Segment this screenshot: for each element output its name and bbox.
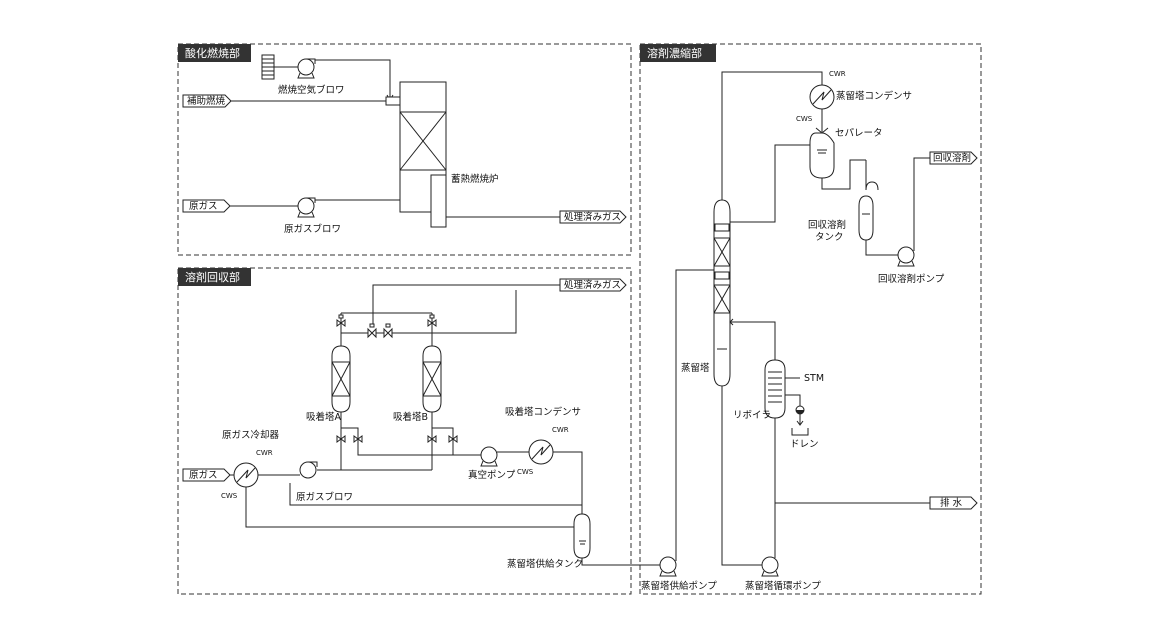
treated-gas-label-2: 処理済みガス [564, 279, 621, 291]
distill-feed-tank [573, 513, 591, 559]
valve-bottom-a1 [336, 435, 346, 443]
adsorption-tower-a [331, 345, 351, 413]
separator-label: セパレータ [835, 128, 883, 139]
recovered-tank-label-l1: 回収溶剤 [808, 219, 846, 231]
steam-trap [795, 405, 805, 415]
feed-tank-label: 蒸留塔供給タンク [507, 558, 583, 570]
stm-label: STM [804, 373, 824, 384]
raw-gas-label: 原ガス [189, 201, 218, 212]
recovered-solvent-tank [858, 195, 874, 241]
raw-gas-blower-2 [299, 461, 318, 479]
treated-gas-label-1: 処理済みガス [564, 211, 621, 223]
valve-bottom-b1 [427, 435, 437, 443]
recovered-solvent-label: 回収溶剤 [933, 152, 971, 164]
column-condenser [809, 84, 835, 110]
recovered-tank-label-l2: タンク [815, 232, 844, 243]
raw-gas-cooler-label: 原ガス冷却器 [222, 429, 280, 441]
raw-gas-cooler [233, 462, 259, 488]
regenerative-furnace [399, 81, 447, 228]
recovered-pump-label: 回収溶剤ポンプ [878, 273, 945, 285]
separator [809, 132, 835, 179]
combustion-air-blower-label: 燃焼空気ブロワ [278, 84, 345, 96]
tower-a-label: 吸着塔A [306, 411, 342, 423]
raw-gas-blower [297, 197, 316, 218]
distill-column-label: 蒸留塔 [681, 362, 710, 374]
vent-hook [865, 181, 879, 191]
aux-fuel-tag [182, 94, 232, 108]
cwr-label-2: CWR [552, 426, 569, 434]
recovered-solvent-tag [929, 151, 978, 165]
column-condenser-label: 蒸留塔コンデンサ [836, 90, 912, 102]
tower-b-label: 吸着塔B [393, 411, 428, 423]
treated-gas-tag-2 [559, 278, 627, 292]
vacuum-pump-label: 真空ポンプ [468, 469, 516, 481]
raw-gas-tag [182, 199, 231, 213]
valve-top-mid1 [367, 323, 377, 339]
drain-label: ドレン [790, 439, 819, 450]
feed-pump-label: 蒸留塔供給ポンプ [641, 580, 717, 592]
concentration-section-title: 溶剤濃縮部 [647, 46, 702, 60]
adsorption-tower-b [422, 345, 442, 413]
valve-bottom-a2 [353, 435, 363, 443]
cwr-label-1: CWR [256, 449, 273, 457]
valve-top-b [427, 314, 437, 327]
air-intake-filter [261, 54, 275, 80]
waste-water-tag [929, 496, 978, 510]
adsorber-condenser [528, 439, 554, 465]
valve-top-a [336, 314, 346, 327]
raw-gas-tag-2 [182, 468, 231, 482]
aux-fuel-label: 補助燃焼 [187, 95, 226, 107]
raw-gas-label-2: 原ガス [189, 470, 218, 481]
concentration-section-frame [639, 43, 982, 595]
oxidation-section-tab [178, 44, 251, 62]
cwr-label-3: CWR [829, 70, 846, 78]
adsorber-condenser-label: 吸着塔コンデンサ [505, 406, 581, 418]
recovered-solvent-pump [897, 246, 915, 267]
distill-circ-pump [761, 556, 779, 577]
circ-pump-label: 蒸留塔循環ポンプ [745, 580, 821, 592]
raw-gas-blower-label: 原ガスブロワ [284, 223, 341, 235]
recovery-section-tab [178, 268, 251, 286]
distillation-column [713, 199, 731, 387]
oxidation-section-title: 酸化燃焼部 [185, 46, 240, 60]
recovery-section-frame [177, 267, 632, 595]
valve-top-mid2 [383, 323, 393, 339]
arrow-head [729, 318, 734, 326]
oxidation-section-frame [177, 43, 632, 256]
recovery-section-title: 溶剤回収部 [185, 270, 240, 284]
regen-furnace-label: 蓄熱燃焼炉 [451, 173, 499, 185]
raw-gas-blower-label-2: 原ガスブロワ [296, 491, 353, 503]
vacuum-pump [480, 446, 498, 467]
cws-label-2: CWS [517, 468, 534, 476]
treated-gas-tag-1 [559, 210, 627, 224]
drain-funnel [791, 428, 809, 436]
waste-water-label: 排 水 [940, 497, 963, 509]
concentration-section-tab [640, 44, 716, 62]
reboiler-label: リボイラ [733, 410, 771, 421]
cws-label-3: CWS [796, 115, 813, 123]
arrow-head [796, 420, 804, 426]
distill-feed-pump [659, 556, 677, 577]
combustion-air-blower [297, 58, 316, 79]
cws-label-1: CWS [221, 492, 238, 500]
valve-bottom-b2 [448, 435, 458, 443]
reboiler [764, 359, 786, 419]
